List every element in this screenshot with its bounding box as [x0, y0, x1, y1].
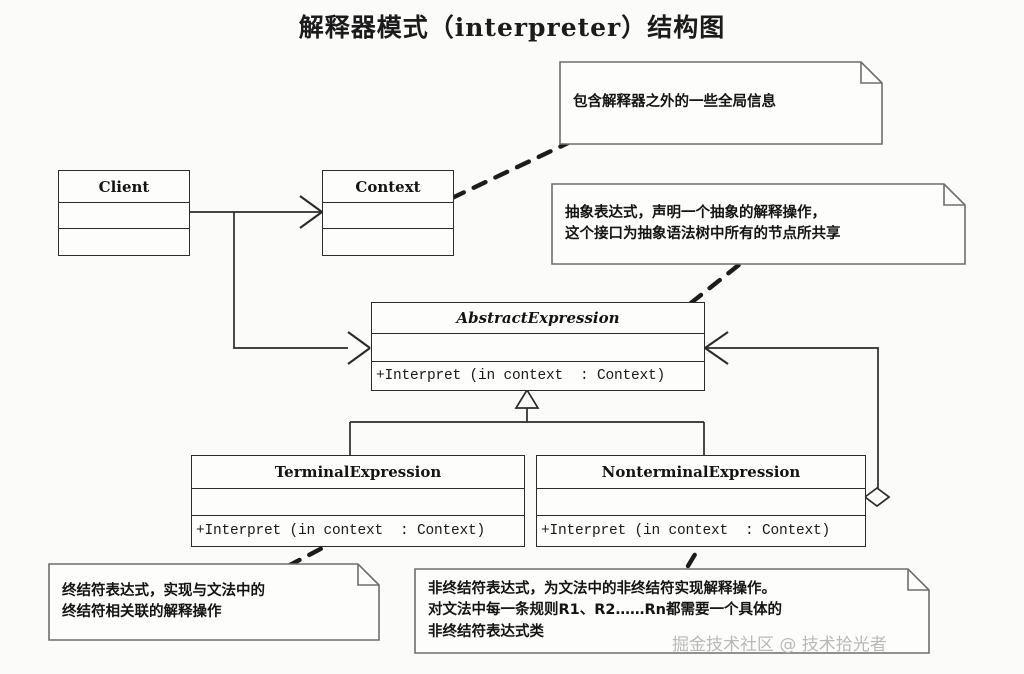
class-box-client[interactable]: Client [58, 170, 190, 256]
note-context-text: 包含解释器之外的一些全局信息 [573, 61, 869, 145]
class-name-client: Client [59, 171, 189, 203]
class-name-nonterminal-expression: NonterminalExpression [537, 456, 865, 489]
note-shape [559, 61, 883, 145]
class-attributes-nonterminal-expression [537, 489, 865, 516]
class-attributes-abstract-expression [372, 334, 704, 362]
class-box-nonterminal-expression[interactable]: NonterminalExpression +Interpret (in con… [536, 455, 866, 547]
note-line: 终结符表达式，实现与文法中的 [62, 582, 265, 599]
aggregation-diamond [863, 486, 891, 508]
generalization-bus [349, 407, 705, 455]
note-anchor-nonterminal-expression [685, 543, 703, 569]
note-nonterminal-expression[interactable]: 非终结符表达式，为文法中的非终结符实现解释操作。 对文法中每一条规则R1、R2…… [414, 568, 930, 654]
note-line: 包含解释器之外的一些全局信息 [573, 94, 776, 111]
note-context[interactable]: 包含解释器之外的一些全局信息 [559, 61, 883, 145]
note-line: 终结符相关联的解释操作 [62, 604, 222, 620]
generalization-triangle [514, 388, 540, 409]
note-line: 非终结符表达式，为文法中的非终结符实现解释操作。 [428, 581, 776, 598]
note-line: 这个接口为抽象语法树中所有的节点所共享 [565, 226, 841, 242]
class-name-terminal-expression: TerminalExpression [192, 456, 524, 489]
class-attributes-terminal-expression [192, 489, 524, 516]
class-box-terminal-expression[interactable]: TerminalExpression +Interpret (in contex… [191, 455, 525, 547]
class-name-abstract-expression: AbstractExpression [372, 303, 704, 334]
note-terminal-expression-text: 终结符表达式，实现与文法中的 终结符相关联的解释操作 [62, 563, 366, 641]
note-abstract-expression-text: 抽象表达式，声明一个抽象的解释操作， 这个接口为抽象语法树中所有的节点所共享 [565, 183, 952, 265]
note-nonterminal-expression-text: 非终结符表达式，为文法中的非终结符实现解释操作。 对文法中每一条规则R1、R2…… [428, 568, 916, 654]
class-attributes-context [323, 203, 453, 229]
note-line: 非终结符表达式类 [428, 623, 544, 640]
class-operations-abstract-expression: +Interpret (in context : Context) [376, 368, 666, 384]
arrowhead-abstract-expression-right [704, 331, 729, 365]
page-title: 解释器模式（interpreter）结构图 [298, 13, 726, 42]
class-operations-nonterminal-expression: +Interpret (in context : Context) [541, 523, 831, 539]
note-shape [414, 568, 930, 654]
arrowhead-abstract-expression-left [347, 331, 371, 365]
note-shape [48, 563, 380, 641]
aggregation-nonterminal-to-abstract [706, 347, 879, 497]
note-anchor-terminal-expression [285, 540, 335, 569]
class-operations-context [323, 229, 453, 255]
watermark: 掘金技术社区 @ 技术拾光者 [672, 635, 887, 655]
arrowhead-context [299, 195, 323, 229]
note-abstract-expression[interactable]: 抽象表达式，声明一个抽象的解释操作， 这个接口为抽象语法树中所有的节点所共享 [551, 183, 966, 265]
note-anchor-context [449, 140, 571, 201]
association-client-to-context [190, 211, 348, 349]
note-line: 对文法中每一条规则R1、R2……Rn都需要一个具体的 [428, 602, 782, 619]
note-line: 抽象表达式，声明一个抽象的解释操作， [565, 204, 826, 221]
class-attributes-client [59, 203, 189, 229]
class-box-abstract-expression[interactable]: AbstractExpression +Interpret (in contex… [371, 302, 705, 391]
class-operations-client [59, 229, 189, 255]
note-shape [551, 183, 966, 265]
class-name-context: Context [323, 171, 453, 203]
class-operations-terminal-expression: +Interpret (in context : Context) [196, 523, 486, 539]
class-box-context[interactable]: Context [322, 170, 454, 256]
note-terminal-expression[interactable]: 终结符表达式，实现与文法中的 终结符相关联的解释操作 [48, 563, 380, 641]
